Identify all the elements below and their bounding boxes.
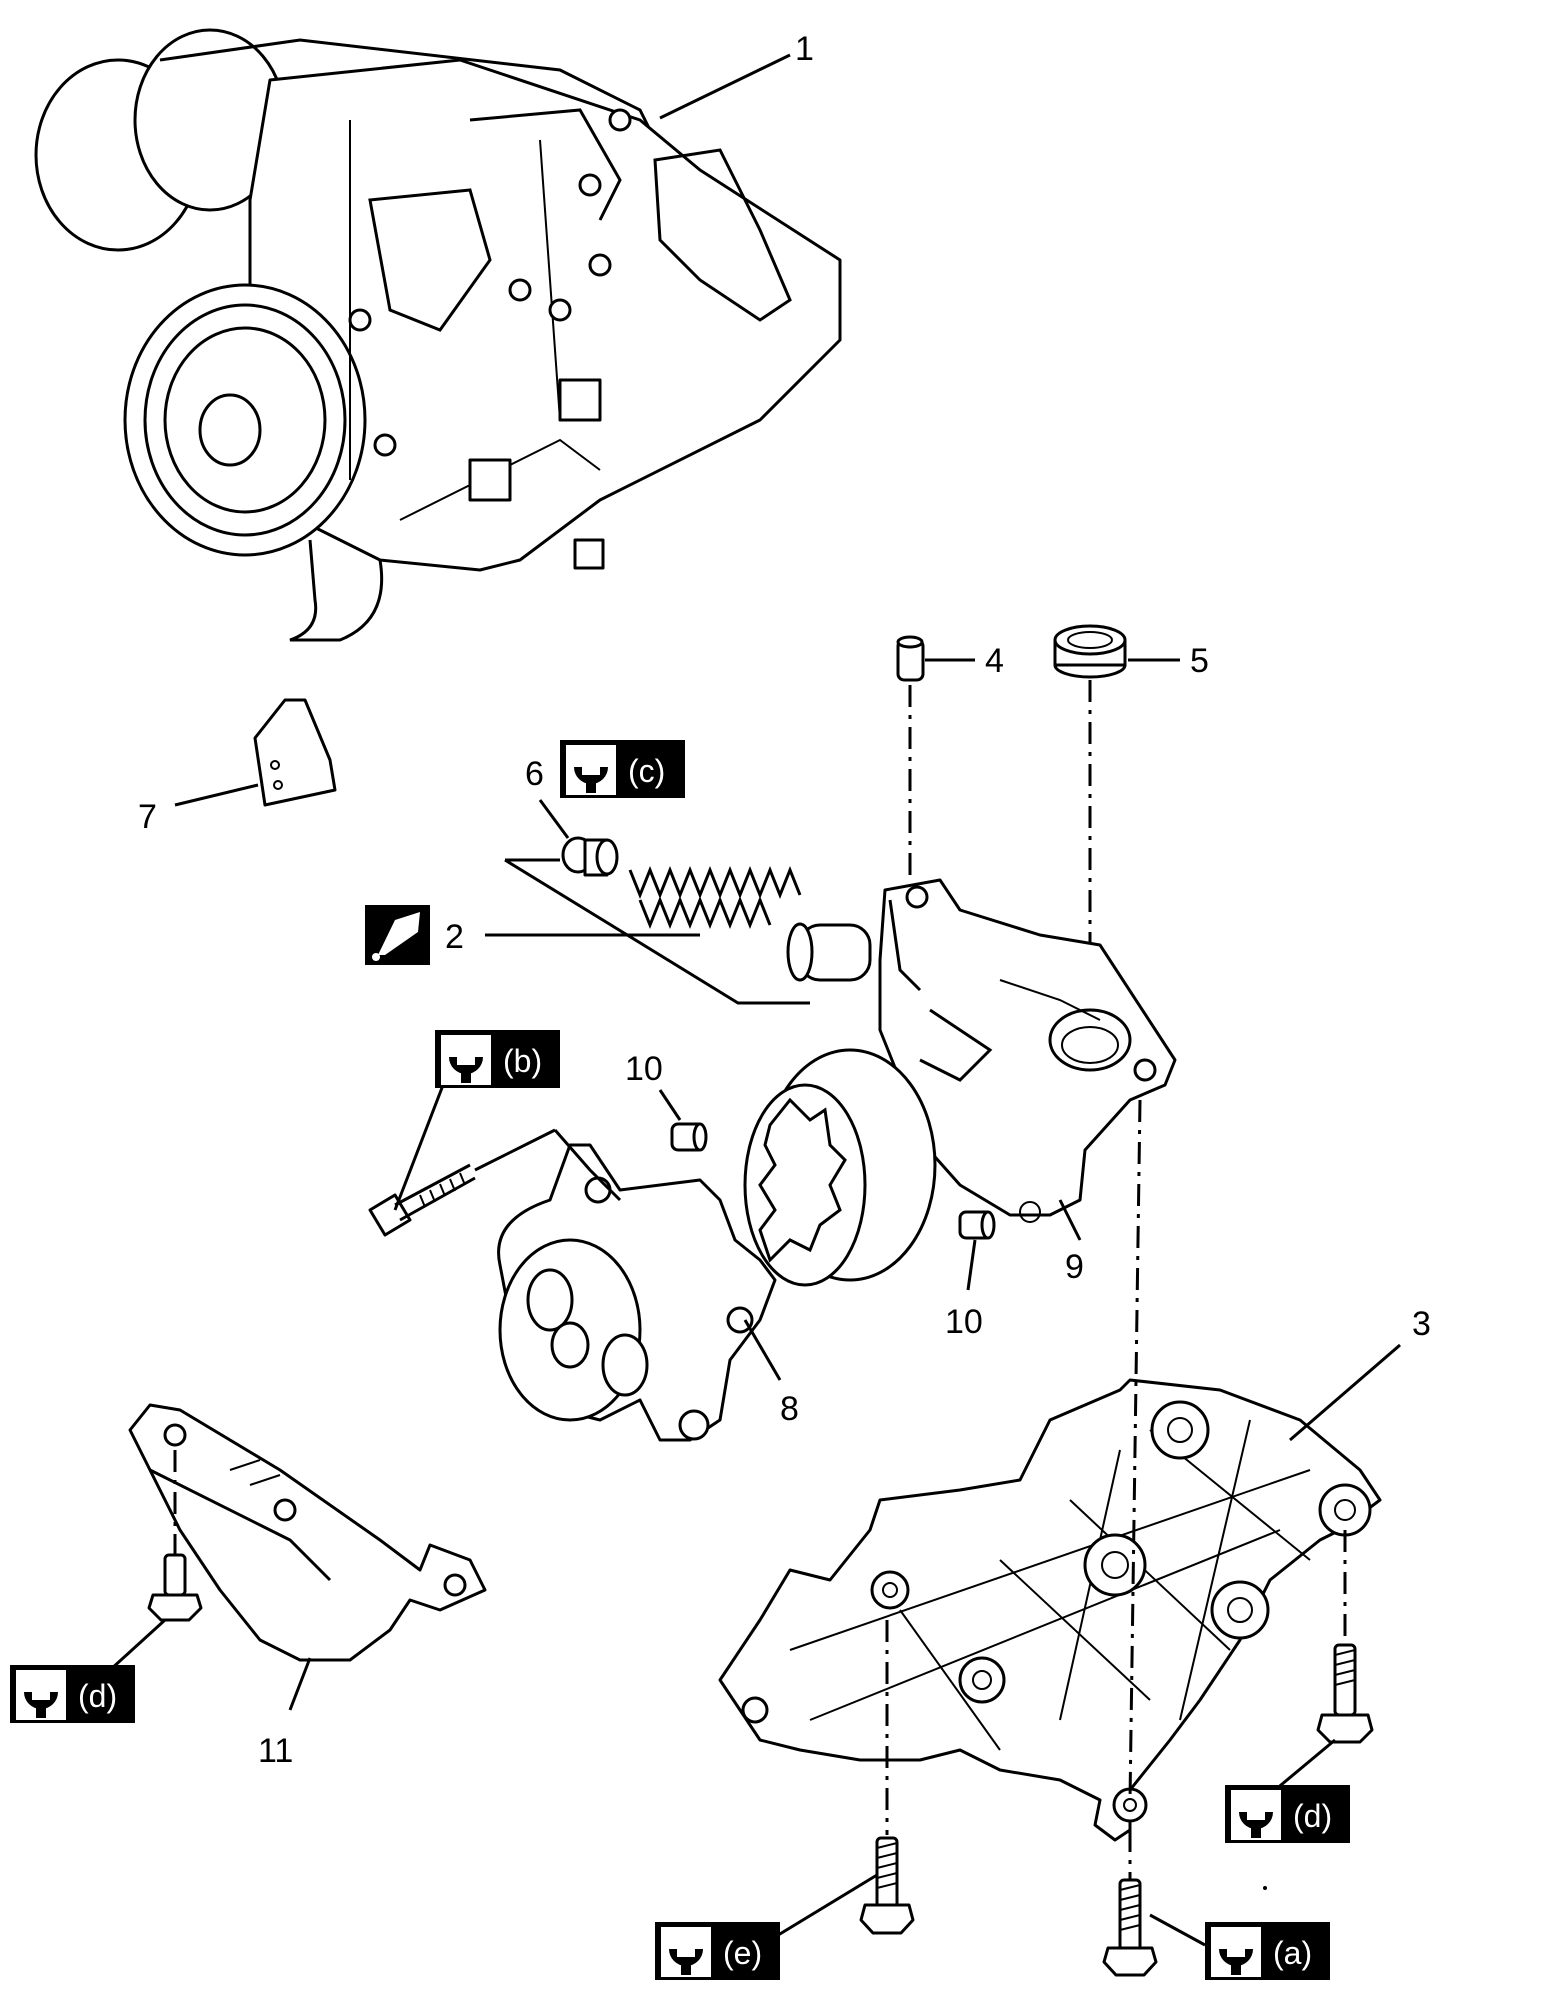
torque-badge-c: (c)	[560, 740, 685, 798]
svg-text:(a): (a)	[1273, 1935, 1312, 1971]
torque-badge-d-left: (d)	[10, 1665, 135, 1723]
callout-10-upper: 10	[625, 1050, 663, 1088]
callout-11: 11	[258, 1732, 293, 1770]
callout-1: 1	[795, 30, 814, 68]
bolt-d-left	[147, 1553, 203, 1622]
part-2-spring	[628, 865, 802, 930]
bolt-e	[859, 1836, 915, 1935]
callout-5: 5	[1190, 642, 1209, 680]
callout-9: 9	[1065, 1248, 1084, 1286]
part-6-plug	[561, 836, 619, 877]
part-10-pin-lower	[958, 1210, 996, 1240]
svg-text:(c): (c)	[628, 753, 665, 789]
engine-block	[34, 28, 842, 642]
torque-badge-a: (a)	[1205, 1922, 1330, 1980]
leader-7	[174, 783, 259, 807]
svg-text:(d): (d)	[1293, 1798, 1332, 1834]
part-7-plate	[253, 698, 337, 807]
relief-valve-piston	[786, 922, 872, 982]
callout-2: 2	[445, 918, 464, 956]
torque-badge-e: (e)	[655, 1922, 780, 1980]
svg-text:(b): (b)	[503, 1043, 542, 1079]
torque-badge-b: (b)	[435, 1030, 560, 1088]
pump-rotor	[743, 1048, 937, 1287]
bolt-b	[368, 1163, 476, 1237]
part-11-oil-strainer	[128, 1403, 487, 1662]
callout-6: 6	[525, 755, 544, 793]
part-10-pin-upper	[670, 1122, 708, 1152]
oil-apply-badge	[365, 905, 430, 965]
callout-8: 8	[780, 1390, 799, 1428]
callout-3: 3	[1412, 1305, 1431, 1343]
callout-4: 4	[985, 642, 1004, 680]
part-8-pump-cover	[497, 1143, 777, 1442]
callout-7: 7	[138, 798, 157, 836]
part-3-baffle-plate	[718, 1378, 1382, 1842]
svg-text:(e): (e)	[723, 1935, 762, 1971]
svg-text:(d): (d)	[78, 1678, 117, 1714]
leader-1	[659, 53, 791, 120]
bolt-a	[1102, 1878, 1158, 1977]
part-5-seal	[1053, 624, 1127, 679]
callout-10-lower: 10	[945, 1303, 983, 1341]
torque-badge-d-right: (d)	[1225, 1785, 1350, 1843]
bolt-d-right	[1316, 1643, 1374, 1744]
